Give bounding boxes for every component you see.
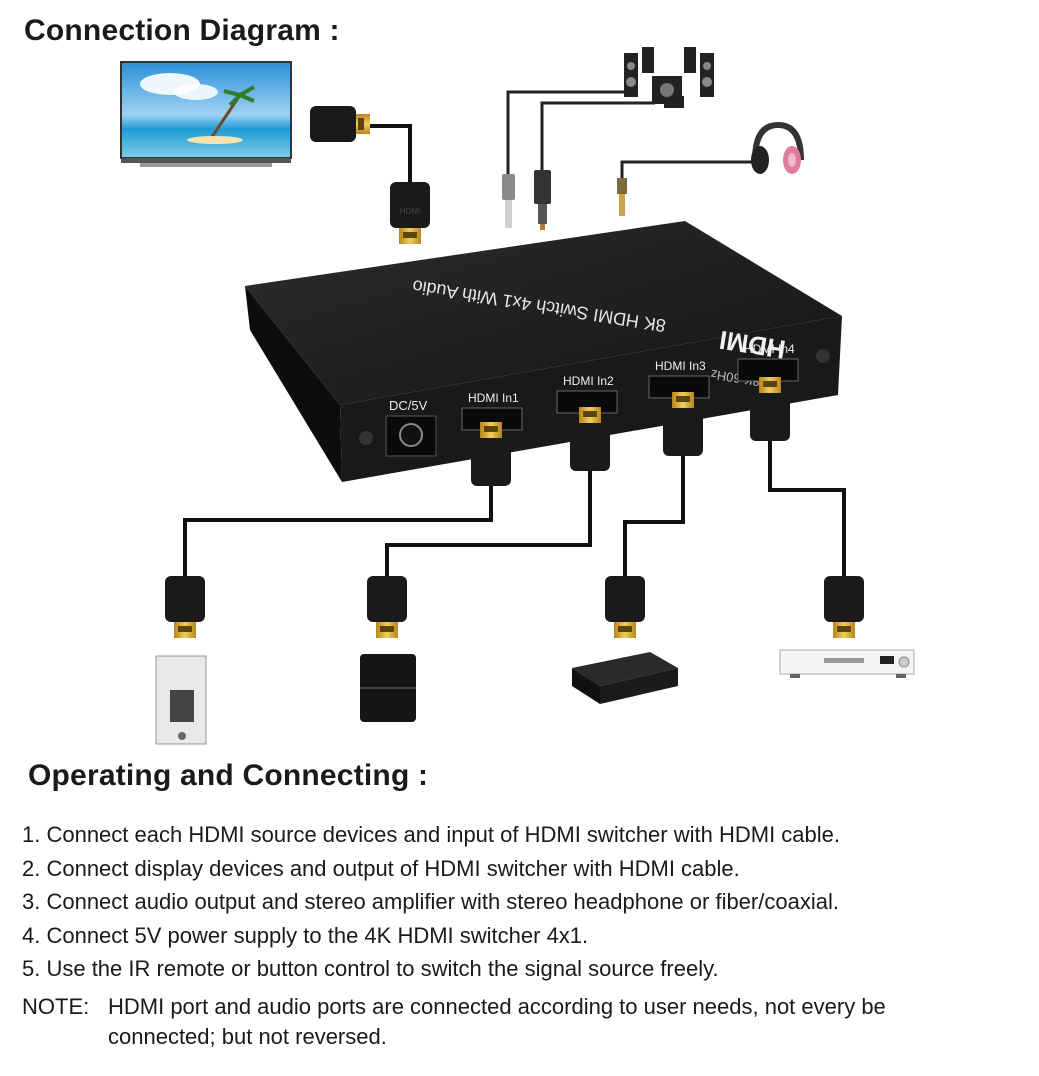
hdmi-plug-in1 xyxy=(471,422,511,486)
port-label-4: HDMI In4 xyxy=(744,342,795,356)
instruction-step-5: 5. Use the IR remote or button control t… xyxy=(22,956,719,981)
instruction-step-1: 1. Connect each HDMI source devices and … xyxy=(22,822,840,847)
connection-diagram-heading: Connection Diagram : xyxy=(24,14,340,47)
set-top-box-icon xyxy=(572,652,678,704)
hdmi-plug-in3 xyxy=(663,392,703,456)
speaker-system-icon xyxy=(624,47,714,108)
instruction-step-2: 2. Connect display devices and output of… xyxy=(22,855,740,881)
output-cable xyxy=(360,124,412,190)
audio-cables xyxy=(506,90,752,180)
hdmi-plug-in2 xyxy=(570,407,610,471)
hdmi-plug-source-4 xyxy=(824,576,864,638)
input-cables xyxy=(183,440,846,578)
hdmi-in-port-2: HDMI In2 xyxy=(556,374,618,414)
port-label-3: HDMI In3 xyxy=(655,359,706,373)
note-line-1: HDMI port and audio ports are connected … xyxy=(108,994,886,1019)
hdmi-plug-tv-end xyxy=(310,106,370,142)
note-label: NOTE: xyxy=(22,994,90,1019)
hdmi-plug-in4 xyxy=(750,377,790,441)
game-console-icon xyxy=(360,654,416,722)
headphones-icon xyxy=(751,121,804,174)
instruction-step-4: 4. Connect 5V power supply to the 4K HDM… xyxy=(22,922,589,948)
instruction-step-3: 3. Connect audio output and stereo ampli… xyxy=(22,889,839,914)
plug-label: HDMI xyxy=(400,207,420,216)
hdmi-plug-source-2 xyxy=(367,576,407,638)
hdmi-plug-source-3 xyxy=(605,576,645,638)
pc-tower-icon xyxy=(155,655,207,745)
hdmi-plug-output: HDMI xyxy=(390,182,430,244)
dvd-player-icon xyxy=(779,649,915,678)
optical-fiber-plug-icon xyxy=(534,170,551,230)
connection-diagram: HDMI DC/5V 8K HDMI Switch 4x1 With Audio… xyxy=(120,47,915,745)
port-label-1: HDMI In1 xyxy=(468,391,519,405)
instruction-list: 1. Connect each HDMI source devices and … xyxy=(22,818,840,986)
rca-coaxial-plug-icon xyxy=(502,174,515,228)
port-label-2: HDMI In2 xyxy=(563,374,614,388)
headphone-jack-plug-icon xyxy=(617,178,627,216)
operating-heading: Operating and Connecting : xyxy=(28,759,429,792)
note: NOTE: HDMI port and audio ports are conne… xyxy=(22,992,886,1052)
hdmi-plug-source-1 xyxy=(165,576,205,638)
hdmi-in-port-4: HDMI In4 xyxy=(737,342,799,382)
note-line-2: connected; but not reversed. xyxy=(108,1024,387,1049)
tv-display-icon xyxy=(120,61,292,167)
dc-label: DC/5V xyxy=(389,398,428,413)
